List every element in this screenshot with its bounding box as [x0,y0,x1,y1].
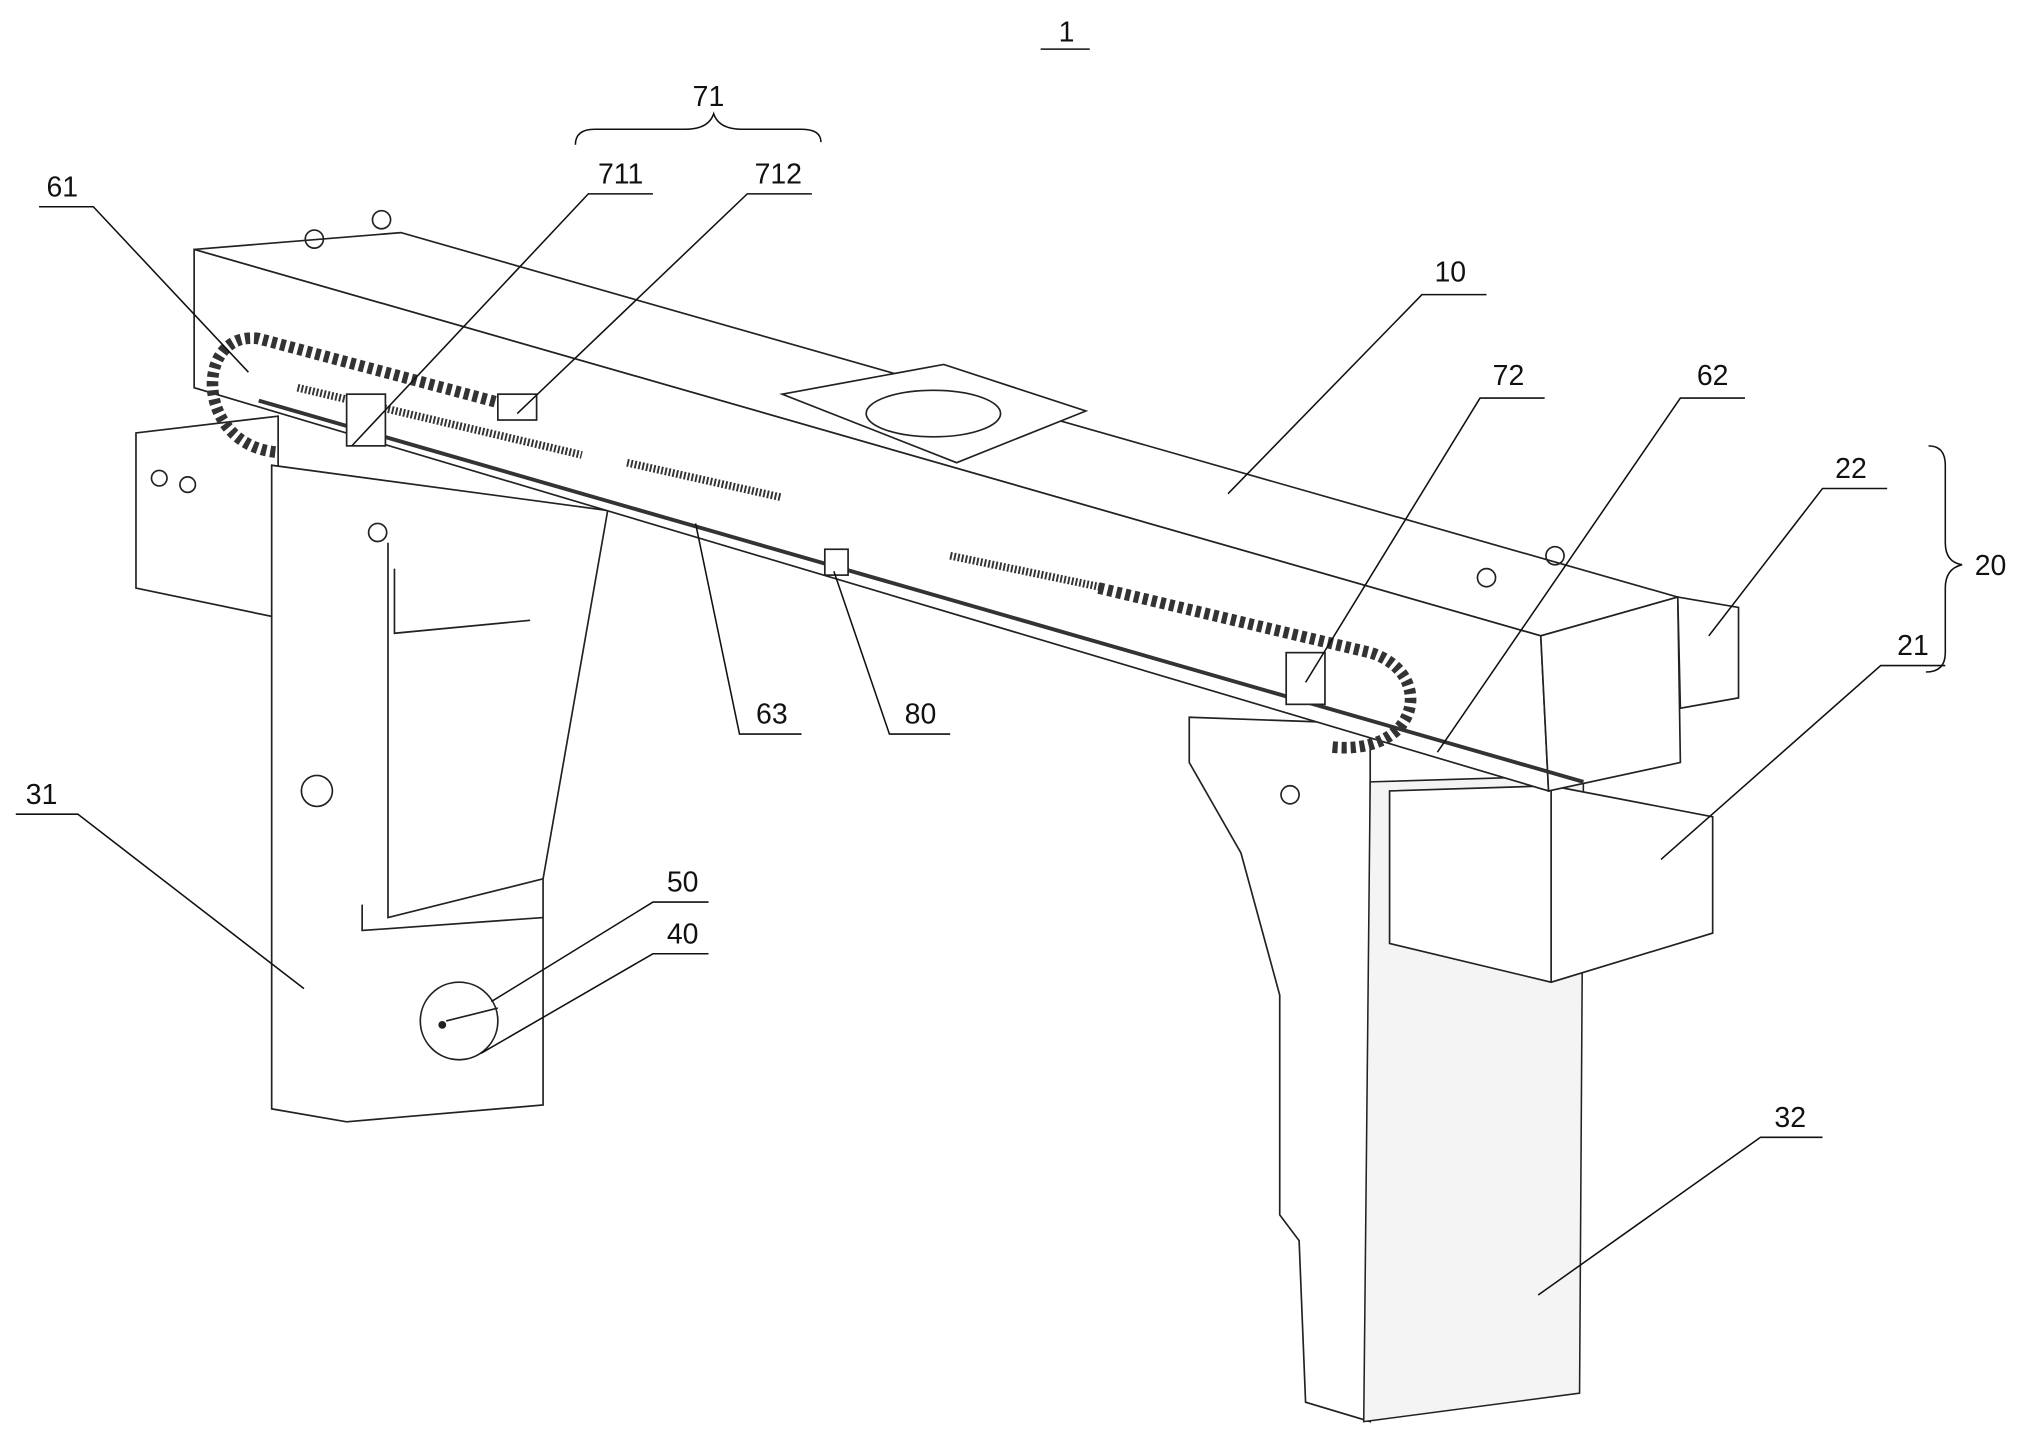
label-text: 711 [598,159,643,191]
carriage-711 [347,394,386,446]
brace-71 [575,114,821,145]
label-text: 20 [1975,550,2007,582]
lifting-eye [372,211,390,229]
block-712 [498,394,537,420]
leader-line [16,814,304,988]
label-text: 63 [756,699,788,731]
label-31: 31 [16,779,304,989]
label-text: 62 [1697,360,1729,392]
label-text: 10 [1435,257,1467,289]
label-71: 71 [693,81,725,113]
label-text: 72 [1493,360,1525,392]
label-10: 10 [1228,257,1486,494]
brace-20 [1926,446,1962,672]
label-text: 712 [755,159,802,191]
label-text: 61 [46,171,78,203]
label-text: 40 [667,918,699,950]
label-20: 20 [1926,446,2006,672]
label-text: 22 [1835,453,1867,485]
right-leg [1189,717,1370,1421]
slider-80 [825,549,848,575]
leader-line [1228,295,1486,494]
box-22 [1678,597,1739,708]
label-text: 50 [667,867,699,899]
disc-40 [420,982,498,1060]
knob [301,775,332,806]
figure-number: 1 [1059,16,1075,48]
label-text: 21 [1897,630,1929,662]
label-text: 32 [1774,1102,1806,1134]
dot [438,1021,446,1029]
label-text: 31 [26,779,58,811]
label-text: 80 [905,699,937,731]
